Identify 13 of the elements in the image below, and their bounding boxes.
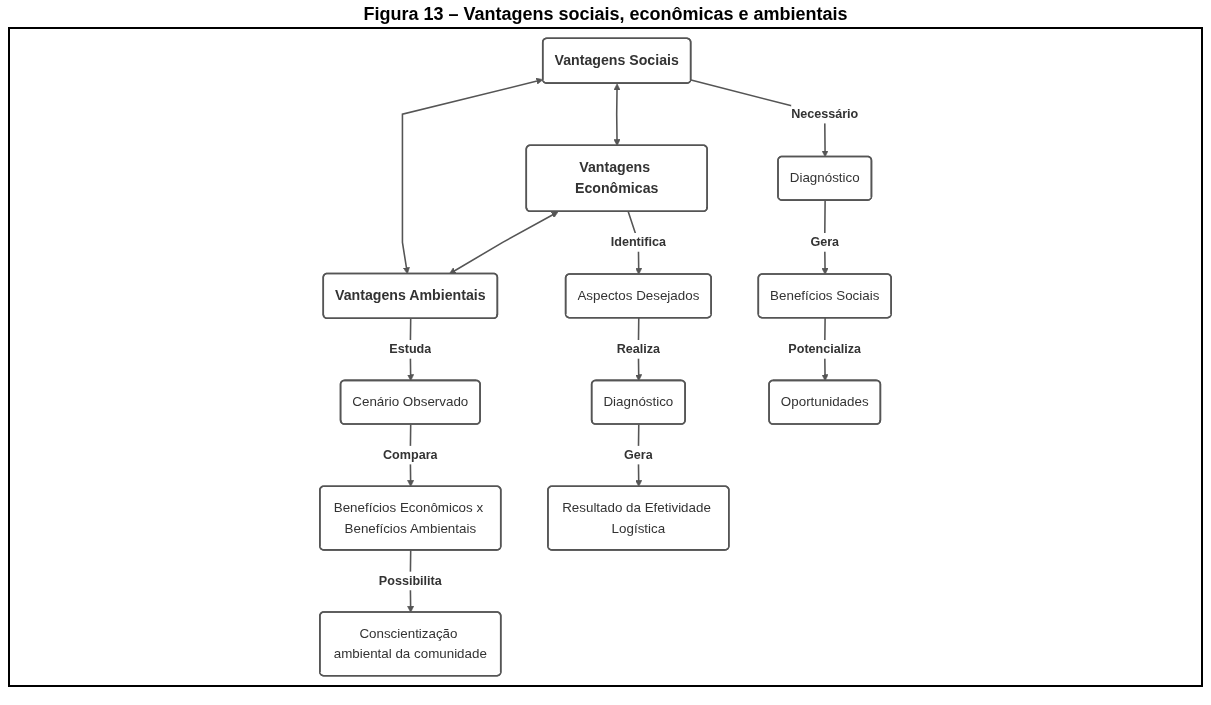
edge-label: Gera — [810, 235, 840, 249]
arrow — [449, 211, 559, 275]
edge-label: Necessário — [791, 107, 859, 121]
edge-label: Potencializa — [788, 342, 862, 356]
edge-label: Identifica — [610, 235, 666, 249]
edge-label: Realiza — [616, 342, 661, 356]
edge-label: Possibilita — [378, 573, 442, 588]
edge-label: Gera — [624, 448, 653, 462]
edge-label: Estuda — [389, 342, 432, 356]
arrow — [613, 83, 621, 146]
figure-title: Figura 13 – Vantagens sociais, econômicas e ambientais — [362, 4, 849, 25]
arrow — [401, 77, 544, 275]
edge-label: Compara — [383, 448, 438, 462]
